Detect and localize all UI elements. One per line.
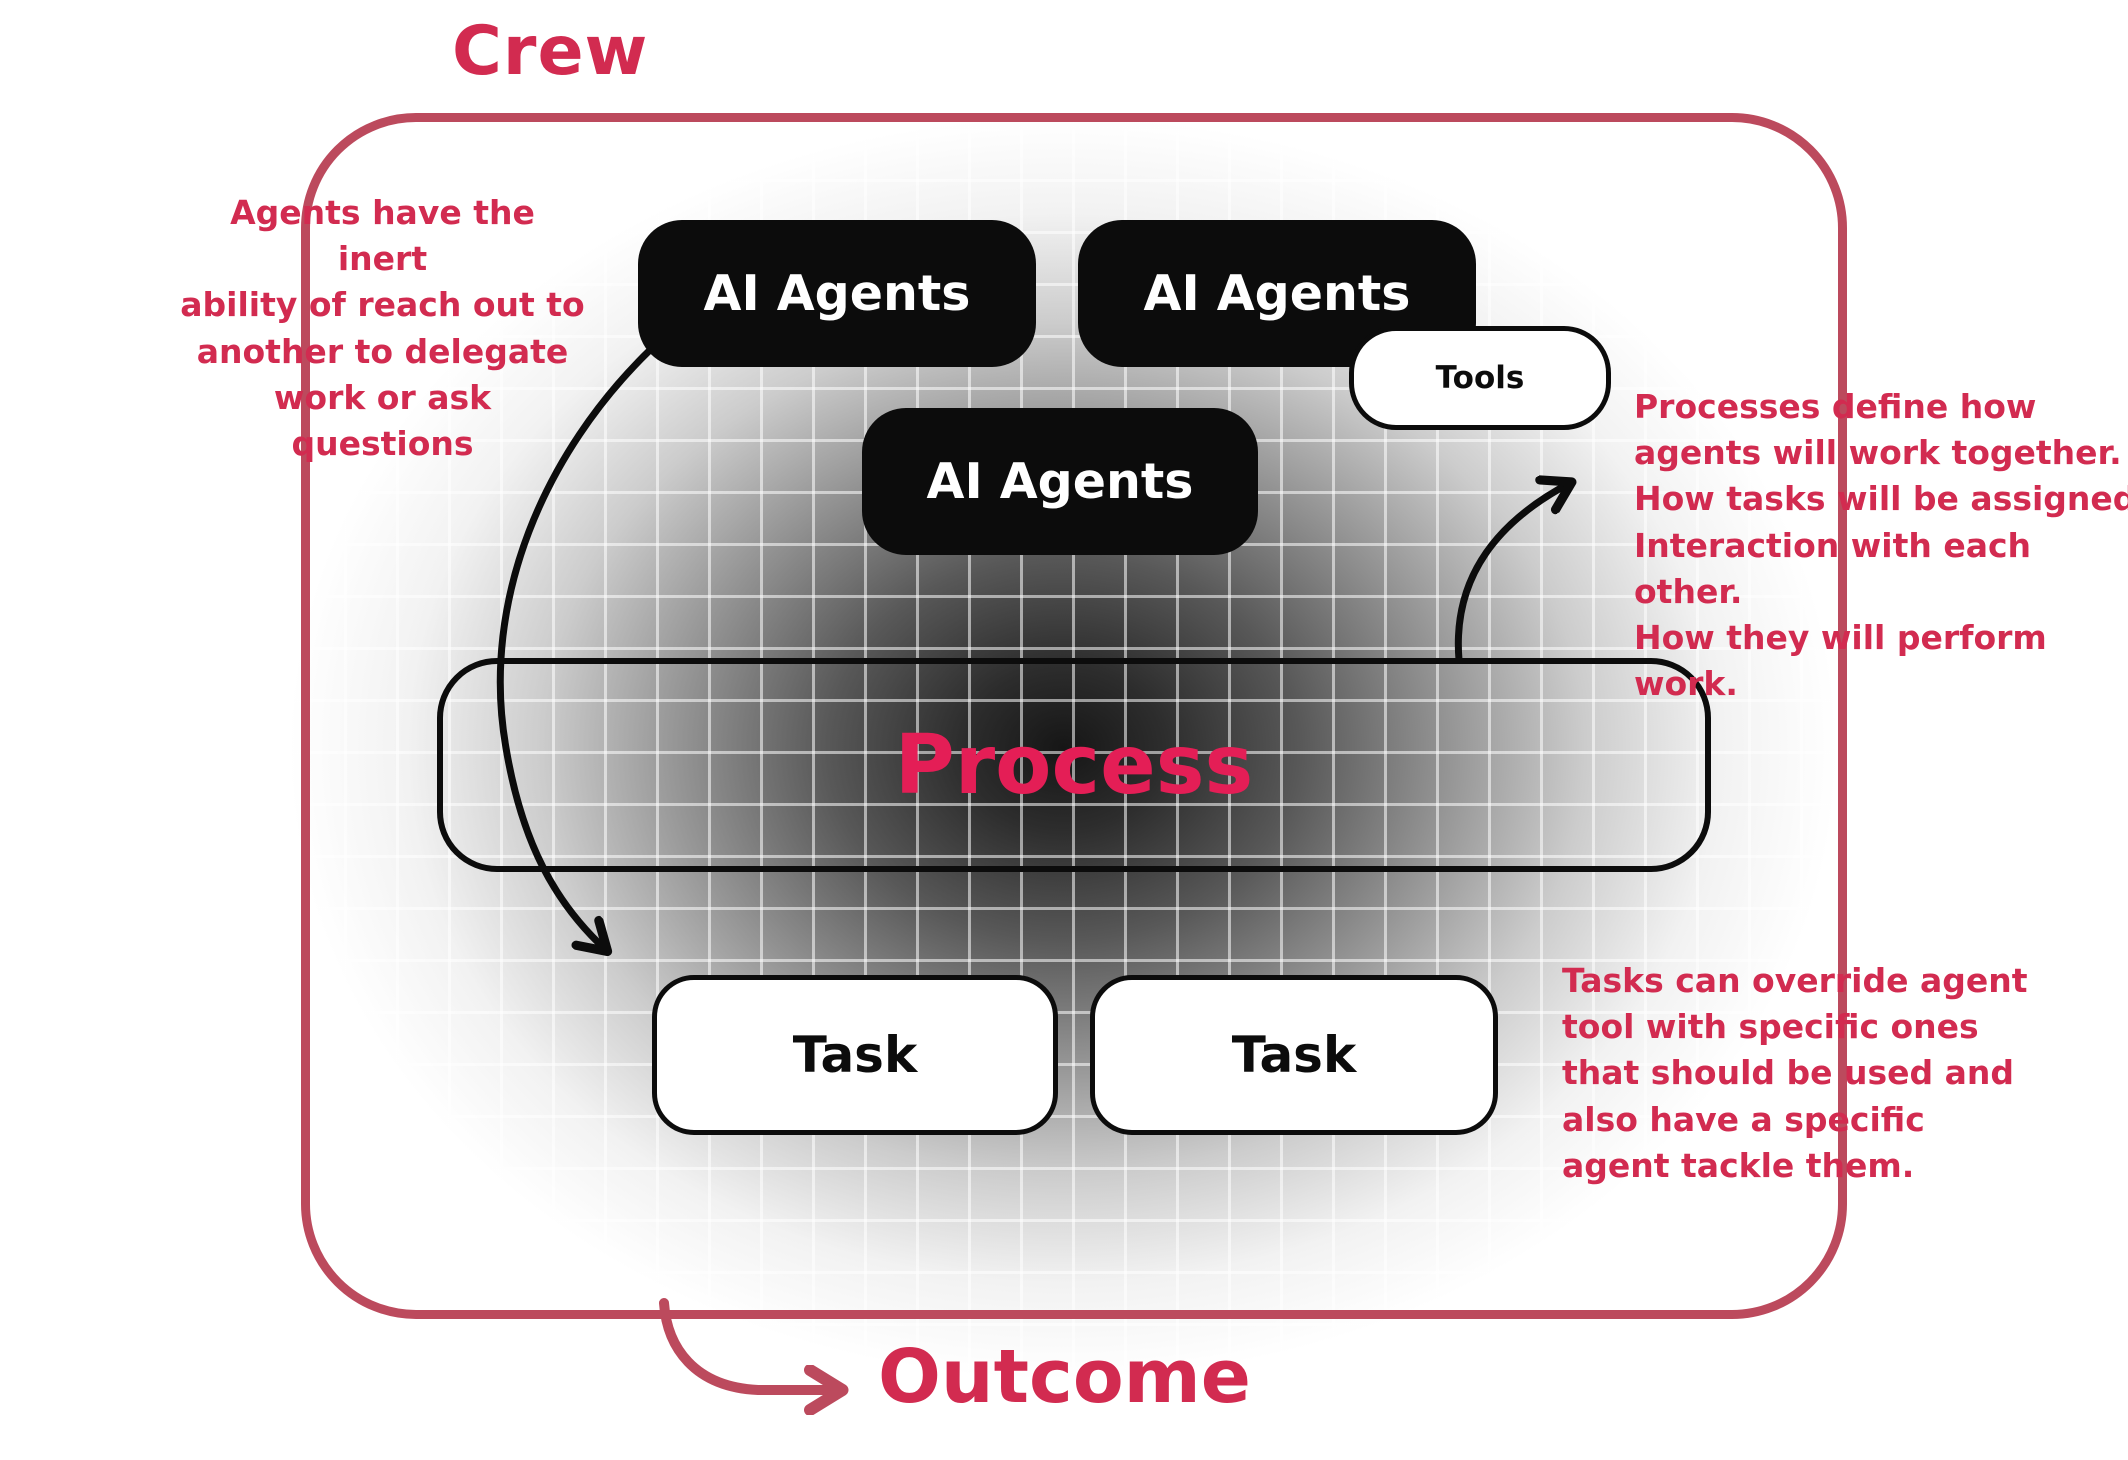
annotation-processes: Processes define how agents will work to… bbox=[1634, 387, 2128, 704]
ai-agents-label-1: AI Agents bbox=[703, 265, 971, 322]
process-box: Process bbox=[437, 658, 1711, 872]
task-box-2: Task bbox=[1090, 975, 1498, 1135]
crew-title: Crew bbox=[452, 12, 649, 91]
ai-agents-box-1: AI Agents bbox=[638, 220, 1036, 367]
process-label: Process bbox=[894, 717, 1254, 813]
ai-agents-box-3: AI Agents bbox=[862, 408, 1258, 555]
task-box-1: Task bbox=[652, 975, 1058, 1135]
ai-agents-label-3: AI Agents bbox=[926, 453, 1194, 510]
annotation-delegation: Agents have the inert ability of reach o… bbox=[180, 193, 585, 463]
task-label-1: Task bbox=[792, 1026, 918, 1084]
task-label-2: Task bbox=[1231, 1026, 1357, 1084]
annotation-tasks: Tasks can override agent tool with speci… bbox=[1562, 961, 2028, 1185]
tools-pill: Tools bbox=[1349, 326, 1611, 430]
crew-boundary bbox=[301, 113, 1847, 1319]
tools-label: Tools bbox=[1435, 360, 1525, 396]
outcome-title: Outcome bbox=[878, 1334, 1251, 1420]
ai-agents-label-2: AI Agents bbox=[1143, 265, 1411, 322]
